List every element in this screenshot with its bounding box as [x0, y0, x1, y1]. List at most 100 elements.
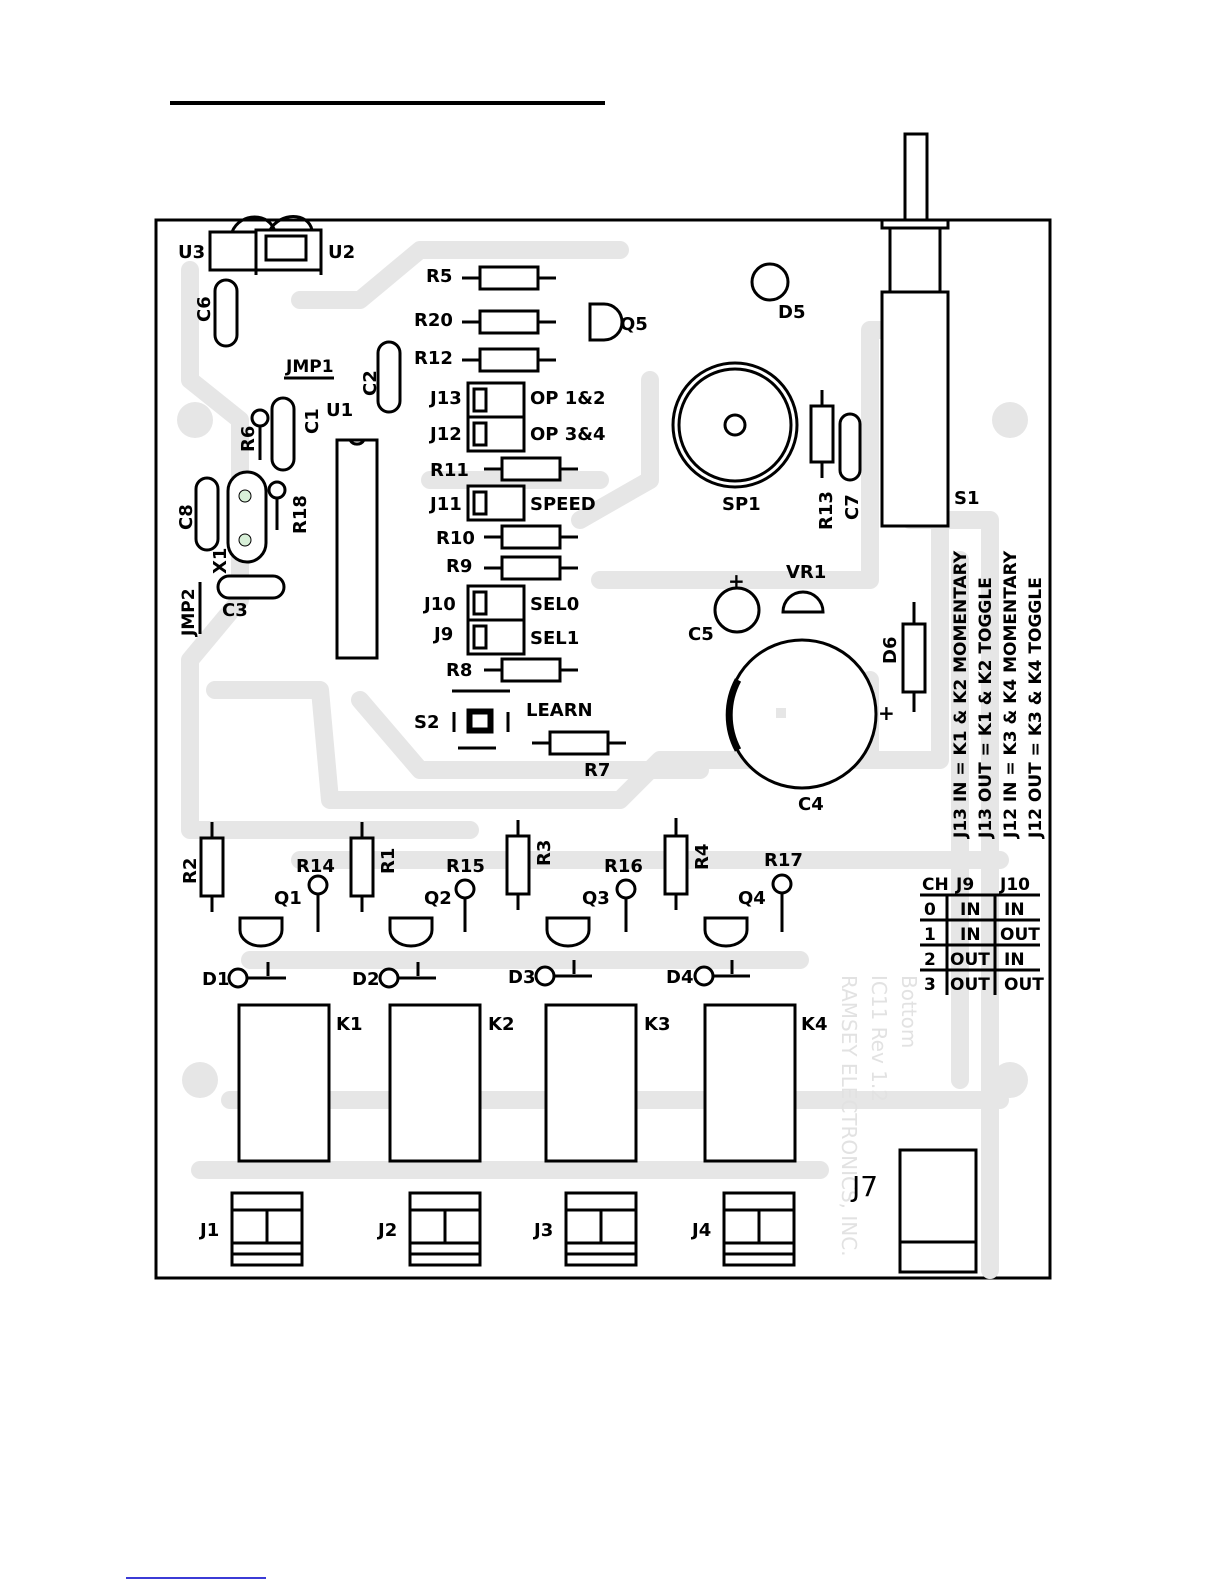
note-line-2: J13 OUT = K1 & K2 TOGGLE: [976, 577, 996, 839]
r13-resistor: [809, 390, 835, 478]
channel-select-table: CH J9 J10 0 IN IN 1 IN OUT 2 OUT IN 3 OU…: [920, 875, 1044, 995]
label-q3: Q3: [582, 888, 610, 909]
c3-capacitor: [216, 574, 286, 600]
c7-capacitor: [838, 412, 862, 482]
label-r8: R8: [446, 660, 472, 681]
j2-terminal-block: [408, 1191, 482, 1267]
watermark-line-2: IC11 Rev 1.2: [867, 975, 891, 1102]
label-j10: J10: [422, 594, 456, 615]
label-r13: R13: [816, 491, 837, 530]
q1-transistor: [238, 916, 284, 948]
j7-power-jack: [898, 1148, 978, 1274]
label-r3: R3: [534, 840, 555, 866]
d1-diode: [227, 962, 286, 989]
label-c2: C2: [360, 370, 381, 396]
u3-regulator: [208, 215, 277, 272]
label-j3: J3: [532, 1220, 553, 1241]
label-sp1: SP1: [722, 494, 761, 515]
q5-transistor: [588, 302, 624, 342]
s2-learn-switch: [452, 689, 510, 750]
table-row-1-j9: IN: [960, 925, 981, 945]
j3-terminal-block: [564, 1191, 638, 1267]
r18-resistor: [267, 480, 287, 530]
label-r2: R2: [180, 858, 201, 884]
table-row-0-j10: IN: [1004, 900, 1025, 920]
table-header-j10: J10: [999, 875, 1030, 895]
r15-resistor: [454, 878, 476, 932]
label-q5: Q5: [620, 314, 648, 335]
label-j9: J9: [432, 624, 453, 645]
label-r18: R18: [290, 495, 311, 534]
label-c3: C3: [222, 600, 248, 621]
table-row-2-ch: 2: [924, 950, 936, 970]
label-op34: OP 3&4: [530, 424, 606, 445]
r7-resistor: [532, 730, 626, 756]
label-learn: LEARN: [526, 700, 593, 721]
label-r7: R7: [584, 760, 610, 781]
j9-jumper: [466, 618, 526, 656]
c6-capacitor: [213, 278, 239, 348]
label-op12: OP 1&2: [530, 388, 606, 409]
d3-diode: [534, 960, 592, 987]
label-q1: Q1: [274, 888, 302, 909]
r4-resistor: [663, 818, 689, 910]
k2-relay: [388, 1003, 482, 1163]
watermark-line-3: RAMSEY ELECTRONICS, INC.: [837, 975, 861, 1257]
r3-resistor: [505, 820, 531, 910]
r17-resistor: [771, 873, 793, 932]
label-c8: C8: [176, 504, 197, 530]
label-d5: D5: [778, 302, 805, 323]
table-row-0-ch: 0: [924, 900, 936, 920]
d4-diode: [693, 960, 750, 987]
label-k2: K2: [488, 1014, 514, 1035]
note-line-4: J12 OUT = K3 & K4 TOGGLE: [1026, 577, 1046, 839]
watermark-line-1: Bottom: [897, 975, 921, 1048]
label-c7: C7: [842, 494, 863, 520]
label-r12: R12: [414, 348, 453, 369]
label-sel0: SEL0: [530, 594, 579, 615]
label-j4: J4: [690, 1220, 711, 1241]
label-d6: D6: [880, 637, 901, 664]
r14-resistor: [307, 874, 329, 932]
table-row-3-j10: OUT: [1004, 975, 1044, 995]
table-header-j9: J9: [955, 875, 974, 895]
table-header-ch: CH: [922, 875, 949, 895]
q4-transistor: [703, 916, 749, 948]
label-d1: D1: [202, 969, 229, 990]
label-s1: S1: [954, 488, 980, 509]
sp1-buzzer: [671, 361, 799, 489]
r5-resistor: [462, 265, 556, 291]
note-line-3: J12 IN = K3 & K4 MOMENTARY: [1001, 550, 1021, 839]
table-row-2-j9: OUT: [950, 950, 990, 970]
j11-jumper: [466, 484, 526, 522]
label-r15: R15: [446, 856, 485, 877]
u2-regulator: [254, 215, 323, 275]
table-row-0-j9: IN: [960, 900, 981, 920]
j1-terminal-block: [230, 1191, 304, 1267]
k3-relay: [544, 1003, 638, 1163]
label-jmp1: JMP1: [285, 357, 334, 377]
c1-capacitor: [270, 396, 296, 472]
c5-capacitor: [713, 586, 761, 634]
label-c4: C4: [798, 794, 824, 815]
r10-resistor: [484, 524, 578, 550]
table-row-1-ch: 1: [924, 925, 936, 945]
label-r16: R16: [604, 856, 643, 877]
label-vr1: VR1: [786, 562, 826, 583]
table-row-2-j10: IN: [1004, 950, 1025, 970]
label-r11: R11: [430, 460, 469, 481]
label-c1: C1: [302, 408, 323, 434]
label-x1: X1: [210, 548, 231, 574]
table-row-3-j9: OUT: [950, 975, 990, 995]
d6-diode: [901, 602, 927, 712]
label-u3: U3: [178, 242, 205, 263]
label-d4: D4: [666, 967, 693, 988]
label-k4: K4: [801, 1014, 827, 1035]
label-c5: C5: [688, 624, 714, 645]
label-speed: SPEED: [530, 494, 596, 515]
label-j7: J7: [850, 1170, 878, 1203]
d5-led: [750, 262, 790, 302]
r2-resistor: [199, 822, 225, 912]
j12-jumper: [466, 415, 526, 453]
